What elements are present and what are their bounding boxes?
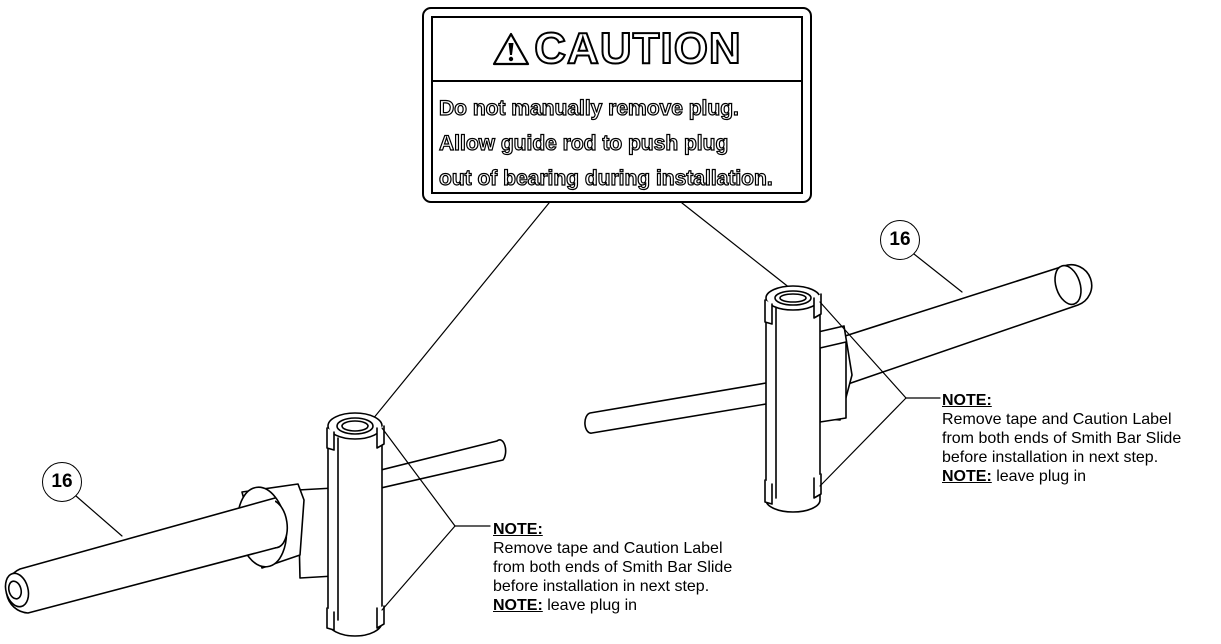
note-left-heading: NOTE: bbox=[493, 521, 543, 538]
note-right-line-3: before installation in next step. bbox=[942, 449, 1159, 466]
caution-header: CAUTION bbox=[433, 18, 801, 82]
note-left: NOTE: Remove tape and Caution Label from… bbox=[493, 520, 732, 615]
caution-label-inner: CAUTION Do not manually remove plug. All… bbox=[431, 16, 803, 194]
left-callout-leader bbox=[75, 495, 123, 537]
left-guide-rod bbox=[4, 439, 507, 614]
part-callout-left: 16 bbox=[42, 462, 82, 502]
left-bar-slide bbox=[326, 412, 385, 637]
right-bar-slide bbox=[764, 285, 822, 513]
right-callout-leader bbox=[913, 253, 963, 293]
caution-label: CAUTION Do not manually remove plug. All… bbox=[422, 7, 812, 203]
part-callout-right: 16 bbox=[880, 220, 920, 260]
note-right-footer: NOTE: leave plug in bbox=[942, 467, 1181, 486]
note-right-footer-heading: NOTE: bbox=[942, 468, 992, 485]
note-left-line-3: before installation in next step. bbox=[493, 578, 710, 595]
note-right-footer-text: leave plug in bbox=[991, 468, 1087, 485]
note-left-line-1: Remove tape and Caution Label bbox=[493, 540, 723, 557]
note-left-line-2: from both ends of Smith Bar Slide bbox=[493, 559, 733, 576]
note-right-heading: NOTE: bbox=[942, 392, 992, 409]
note-left-footer: NOTE: leave plug in bbox=[493, 596, 732, 615]
left-note-leader bbox=[381, 427, 491, 611]
caution-line-1: Do not manually remove plug. bbox=[438, 96, 739, 120]
caution-body: Do not manually remove plug. Allow guide… bbox=[433, 82, 801, 196]
note-right-line-2: from both ends of Smith Bar Slide bbox=[942, 430, 1182, 447]
caution-line-3: out of bearing during installation. bbox=[438, 166, 773, 190]
note-left-footer-text: leave plug in bbox=[542, 597, 638, 614]
caution-line-2: Allow guide rod to push plug bbox=[438, 131, 729, 155]
right-note-leader bbox=[819, 301, 941, 487]
right-guide-rod bbox=[584, 263, 1093, 434]
note-right: NOTE: Remove tape and Caution Label from… bbox=[942, 391, 1181, 486]
warning-triangle-icon bbox=[493, 32, 530, 66]
note-left-footer-heading: NOTE: bbox=[493, 597, 543, 614]
caution-title: CAUTION bbox=[533, 23, 742, 74]
note-right-line-1: Remove tape and Caution Label bbox=[942, 411, 1172, 428]
caution-leader-lines bbox=[367, 202, 801, 426]
